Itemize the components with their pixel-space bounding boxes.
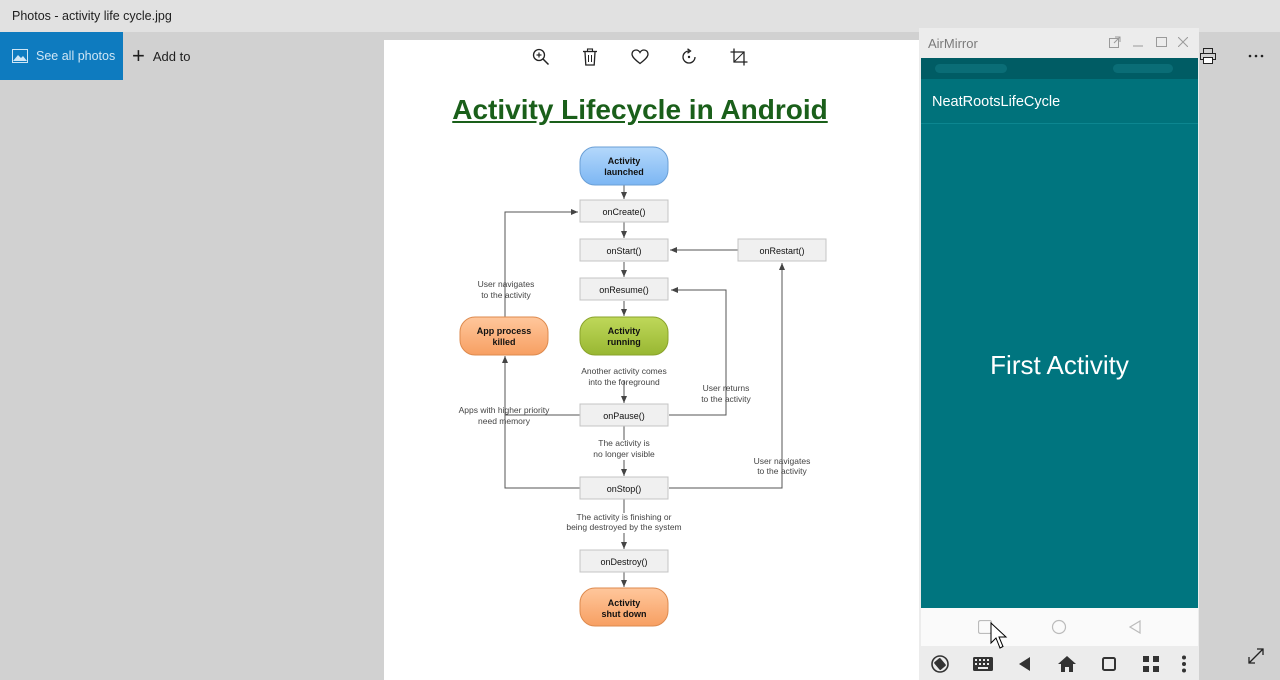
finishing-line-2: being destroyed by the system (566, 522, 681, 532)
see-all-photos-label: See all photos (36, 49, 116, 63)
app-bar: NeatRootsLifeCycle (921, 79, 1198, 124)
recent-apps-icon[interactable] (1098, 653, 1120, 675)
rotate-screen-icon[interactable] (929, 653, 951, 675)
another-activity-line-2: into the foreground (588, 377, 660, 387)
user-navigates-left-line-2: to the activity (481, 290, 531, 300)
on-start-label: onStart() (606, 246, 641, 256)
on-restart-label: onRestart() (759, 246, 804, 256)
on-destroy-label: onDestroy() (600, 557, 647, 567)
status-bar-right (1113, 64, 1173, 73)
window-titlebar: Photos - activity life cycle.jpg (0, 0, 1280, 32)
plus-icon: + (132, 43, 145, 68)
app-name: NeatRootsLifeCycle (932, 94, 1061, 110)
no-longer-visible-line-2: no longer visible (593, 449, 655, 459)
phone-screen[interactable]: NeatRootsLifeCycle First Activity (921, 58, 1198, 608)
photos-toolbar: See all photos + Add to (0, 32, 1280, 80)
diagram-edge-labels: User navigates to the activity Another a… (459, 279, 811, 532)
status-bar-left (935, 64, 1007, 73)
add-to-button[interactable]: + Add to (132, 32, 190, 80)
expand-icon[interactable] (1244, 644, 1268, 668)
activity-running-line-2: running (607, 337, 641, 347)
app-process-killed-line-2: killed (492, 337, 515, 347)
zoom-in-icon[interactable] (529, 45, 553, 69)
node-on-destroy: onDestroy() (579, 549, 669, 573)
window-title: Photos - activity life cycle.jpg (12, 9, 172, 23)
see-all-photos-button[interactable]: See all photos (0, 32, 123, 80)
on-create-label: onCreate() (602, 207, 645, 217)
on-stop-label: onStop() (607, 484, 642, 494)
mouse-cursor-icon (990, 622, 1008, 649)
back-triangle-icon[interactable] (1125, 617, 1145, 637)
higher-priority-line-2: need memory (478, 416, 531, 426)
phone-status-bar (921, 58, 1198, 79)
activity-running-line-1: Activity (608, 326, 641, 336)
photo-viewer: Activity Lifecycle in Android (384, 40, 920, 680)
heart-icon[interactable] (628, 45, 652, 69)
node-on-pause: onPause() (579, 403, 669, 427)
home-icon[interactable] (1056, 653, 1078, 675)
node-on-create: onCreate() (579, 199, 669, 223)
lifecycle-diagram: Activity launched onCreate() onStart() o… (459, 146, 827, 627)
on-pause-label: onPause() (603, 411, 645, 421)
viewer-toolbar (384, 40, 920, 74)
node-activity-shut-down: Activity shut down (579, 587, 669, 627)
airmirror-window: AirMirror NeatRootsLifeCycle First Activ… (919, 28, 1199, 680)
photo-icon (12, 49, 28, 63)
node-activity-launched: Activity launched (579, 146, 669, 186)
rotate-icon[interactable] (677, 45, 701, 69)
more-vertical-icon[interactable] (1173, 653, 1195, 675)
first-activity-text: First Activity (990, 350, 1129, 380)
activity-shut-down-line-1: Activity (608, 598, 641, 608)
maximize-icon[interactable] (1152, 33, 1170, 51)
finishing-line-1: The activity is finishing or (577, 512, 672, 522)
activity-launched-line-1: Activity (608, 156, 641, 166)
user-returns-line-2: to the activity (701, 394, 751, 404)
node-activity-running: Activity running (579, 316, 669, 356)
activity-launched-line-2: launched (604, 167, 644, 177)
print-icon[interactable] (1196, 44, 1220, 68)
no-longer-visible-line-1: The activity is (598, 438, 650, 448)
android-nav-bar (921, 608, 1198, 646)
app-process-killed-line-1: App process (477, 326, 532, 336)
another-activity-line-1: Another activity comes (581, 366, 667, 376)
user-returns-line-1: User returns (703, 383, 750, 393)
more-options-icon[interactable] (1244, 44, 1268, 68)
user-navigates-right-line-1: User navigates (754, 456, 811, 466)
airmirror-title: AirMirror (928, 36, 978, 51)
crop-icon[interactable] (727, 45, 751, 69)
node-on-stop: onStop() (579, 476, 669, 500)
node-on-resume: onResume() (579, 277, 669, 301)
diagram-title: Activity Lifecycle in Android (452, 94, 828, 125)
higher-priority-line-1: Apps with higher priority (459, 405, 550, 415)
close-icon[interactable] (1174, 33, 1192, 51)
airmirror-bottom-toolbar (919, 646, 1199, 680)
fullscreen-icon[interactable] (1140, 653, 1162, 675)
user-navigates-right-line-2: to the activity (757, 466, 807, 476)
trash-icon[interactable] (578, 45, 602, 69)
popout-icon[interactable] (1106, 33, 1124, 51)
diagram-connectors (502, 185, 785, 587)
add-to-label: Add to (152, 48, 191, 64)
on-resume-label: onResume() (599, 285, 649, 295)
activity-shut-down-line-2: shut down (602, 609, 647, 619)
user-navigates-left-line-1: User navigates (478, 279, 535, 289)
back-icon[interactable] (1014, 653, 1036, 675)
keyboard-icon[interactable] (972, 653, 994, 675)
node-on-start: onStart() (579, 238, 669, 262)
home-circle-icon[interactable] (1049, 617, 1069, 637)
node-app-process-killed: App process killed (459, 316, 549, 356)
node-on-restart: onRestart() (737, 238, 827, 262)
minimize-icon[interactable] (1129, 33, 1147, 51)
